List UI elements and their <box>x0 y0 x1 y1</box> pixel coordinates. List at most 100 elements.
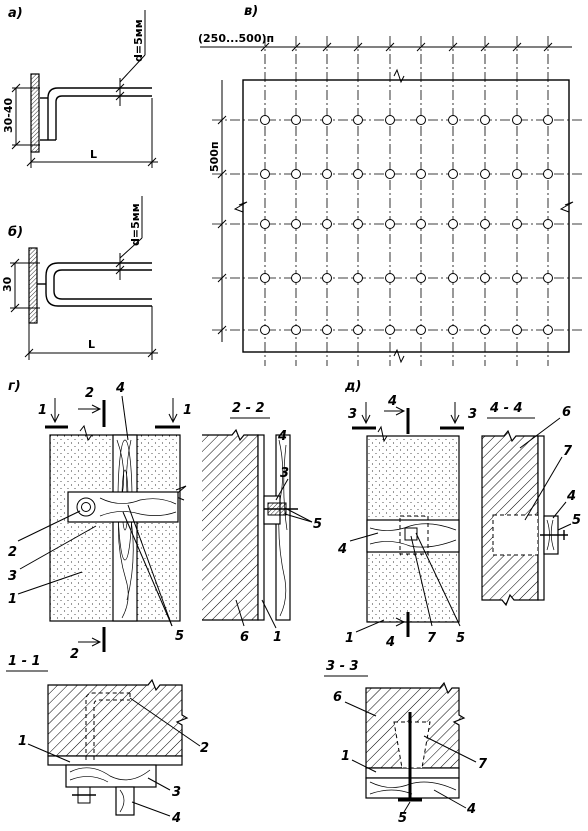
section-1-1-title: 1 - 1 <box>8 654 41 669</box>
panel-b-diameter-text: d=5мм <box>129 203 142 246</box>
panel-a-height-text: 30-40 <box>2 97 15 133</box>
callout-22-6: 6 <box>240 630 249 645</box>
grid-fastener-hole <box>291 273 301 283</box>
grid-fastener-hole <box>322 169 332 179</box>
grid-fastener-hole <box>543 325 553 335</box>
callout-d-4: 4 <box>337 542 347 557</box>
section-3-3-hidden-staple <box>393 721 431 769</box>
cut-4-top-label: 4 <box>387 394 397 409</box>
panel-v-step-y-text: 500п <box>208 141 221 172</box>
callout-44-4: 4 <box>566 489 576 504</box>
panel-b-staple-inner <box>53 269 152 300</box>
grid-fastener-hole <box>448 273 458 283</box>
grid-fastener-hole <box>416 219 426 229</box>
panel-d-label: д) <box>344 379 361 394</box>
grid-fastener-hole <box>291 169 301 179</box>
grid-fastener-hole <box>512 325 522 335</box>
section-1-1-pad <box>65 764 157 788</box>
grid-fastener-hole <box>512 169 522 179</box>
callout-33-6: 6 <box>333 690 342 705</box>
grid-fastener-hole <box>260 273 270 283</box>
cut-4-bottom-label: 4 <box>385 635 395 650</box>
callout-33-4: 4 <box>466 802 476 817</box>
panel-v-grid-lines <box>212 36 582 366</box>
grid-fastener-hole <box>353 325 363 335</box>
section-4-4-title: 4 - 4 <box>489 401 523 416</box>
grid-fastener-hole <box>448 169 458 179</box>
grid-fastener-hole <box>512 219 522 229</box>
section-4-4-hidden-staple <box>492 514 539 556</box>
grid-fastener-hole <box>322 219 332 229</box>
panel-v-grid-layout: в) (250...500)п 500п <box>198 4 582 366</box>
section-1-1-strip <box>115 786 135 816</box>
callout-44-7: 7 <box>563 444 573 459</box>
panel-a-staple-open: а) 30-40 L d=5мм <box>2 6 158 168</box>
grid-fastener-hole <box>448 219 458 229</box>
grid-fastener-hole <box>291 325 301 335</box>
grid-fastener-hole <box>260 169 270 179</box>
section-3-3-title: 3 - 3 <box>326 659 359 674</box>
cut-1-right-label: 1 <box>183 403 192 418</box>
callout-d-7: 7 <box>427 631 437 646</box>
cut-3-right-label: 3 <box>468 407 477 422</box>
callout-g-4: 4 <box>115 381 125 396</box>
grid-fastener-hole <box>448 325 458 335</box>
panel-b-wall-hatch <box>28 247 38 324</box>
callout-g-3: 3 <box>8 569 17 584</box>
grid-fastener-hole <box>353 169 363 179</box>
panel-d-wood-pad <box>366 519 460 553</box>
grid-fastener-hole <box>260 325 270 335</box>
panel-b-height-text: 30 <box>1 276 14 292</box>
panel-a-staple-inner <box>55 95 152 140</box>
panel-a-diameter-text: d=5мм <box>132 19 145 62</box>
grid-fastener-hole <box>480 273 490 283</box>
grid-fastener-hole <box>543 115 553 125</box>
section-4-4: 4 - 4 6 7 4 5 <box>481 401 581 607</box>
grid-fastener-hole <box>260 219 270 229</box>
panel-v-label: в) <box>244 4 258 19</box>
section-3-3-pad <box>365 777 460 799</box>
callout-22-3: 3 <box>280 466 289 481</box>
grid-fastener-hole <box>543 219 553 229</box>
grid-fastener-hole <box>291 115 301 125</box>
grid-fastener-hole <box>385 273 395 283</box>
panel-g-front-view: г) 1 1 2 2 4 5 <box>8 379 192 662</box>
panel-g-label: г) <box>8 379 21 394</box>
panel-v-step-x-text: (250...500)п <box>198 32 274 45</box>
section-1-1-hidden-staple <box>85 692 130 760</box>
callout-g-5: 5 <box>175 629 184 644</box>
callout-11-4: 4 <box>171 811 181 826</box>
panel-a-label: а) <box>8 6 23 21</box>
grid-fastener-hole <box>480 169 490 179</box>
panel-g-wood-strip <box>112 434 138 622</box>
section-1-1-concrete <box>47 678 189 757</box>
callout-g-1: 1 <box>8 592 17 607</box>
grid-fastener-hole <box>353 115 363 125</box>
grid-fastener-hole <box>353 219 363 229</box>
callout-22-1: 1 <box>273 630 282 645</box>
panel-b-staple-u: б) 30 L d=5мм <box>1 196 158 360</box>
cut-1-left-label: 1 <box>38 403 47 418</box>
panel-a-length-text: L <box>90 148 97 161</box>
panel-g-wood-pad <box>67 491 179 523</box>
callout-11-1: 1 <box>18 734 27 749</box>
grid-fastener-hole <box>512 273 522 283</box>
grid-fastener-hole <box>512 115 522 125</box>
callout-44-5: 5 <box>572 513 581 528</box>
panel-b-length-text: L <box>88 338 95 351</box>
grid-fastener-hole <box>385 115 395 125</box>
grid-fastener-hole <box>543 273 553 283</box>
grid-fastener-hole <box>416 169 426 179</box>
callout-33-7: 7 <box>478 757 488 772</box>
grid-fastener-hole <box>480 219 490 229</box>
section-2-2-concrete <box>202 428 259 621</box>
panel-d-front-view: д) 3 3 4 4 4 1 7 5 <box>337 379 477 650</box>
callout-44-6: 6 <box>562 405 571 420</box>
grid-fastener-hole <box>322 273 332 283</box>
grid-fastener-hole <box>385 169 395 179</box>
callout-d-5: 5 <box>456 631 465 646</box>
callout-22-5: 5 <box>313 517 322 532</box>
callout-g-2: 2 <box>8 545 17 560</box>
section-2-2-strip <box>275 434 291 621</box>
